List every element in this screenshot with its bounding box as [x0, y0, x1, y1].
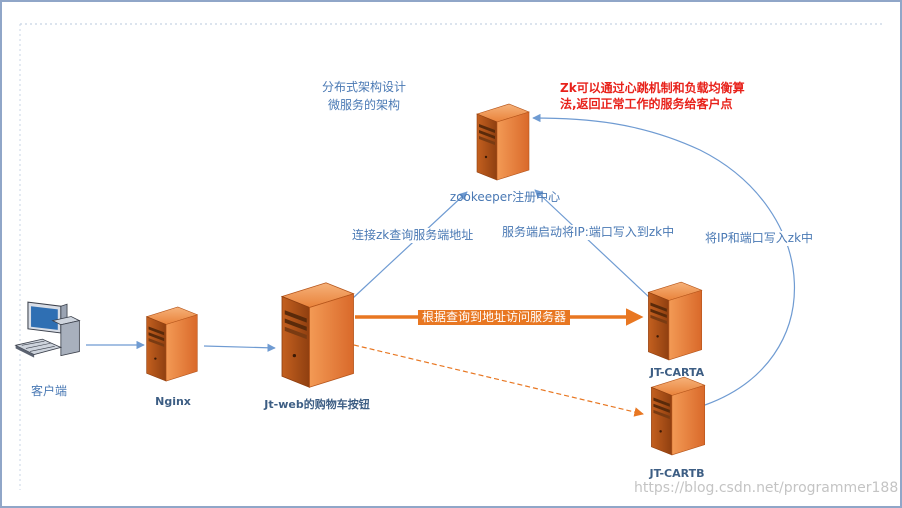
header-line-2: 微服务的架构	[327, 98, 401, 112]
zookeeper-server-icon	[476, 103, 530, 181]
jtweb-server-icon	[281, 282, 355, 388]
node-label-carta: JT-CARTA	[649, 366, 705, 379]
node-label-zookeeper: zookeeper注册中心	[449, 190, 561, 204]
edge-label-cartb-to-zk: 将IP和端口写入zk中	[703, 231, 816, 246]
node-label-jtweb: Jt-web的购物车按钮	[264, 398, 370, 411]
edge-jtweb-cartb	[353, 344, 644, 417]
edge-label-web-to-zk: 连接zk查询服务端地址	[350, 228, 476, 243]
node-label-nginx: Nginx	[155, 395, 191, 408]
header-line-1: 分布式架构设计	[321, 80, 407, 94]
node-label-cartb: JT-CARTB	[649, 467, 705, 480]
edge-label-carta-to-zk: 服务端启动将IP:端口写入到zk中	[500, 225, 677, 240]
note-line-1: Zk可以通过心跳机制和负载均衡算	[560, 81, 745, 95]
edge-carta-zookeeper	[534, 189, 651, 299]
carta-server-icon	[647, 281, 703, 361]
edge-label-web-to-carta: 根据查询到地址访问服务器	[418, 310, 571, 325]
watermark: https://blog.csdn.net/programmer188	[634, 480, 899, 496]
client-computer-icon	[15, 301, 80, 359]
edge-nginx-jtweb	[203, 343, 276, 352]
edge-jtweb-zookeeper	[352, 191, 468, 299]
nginx-server-icon	[146, 306, 198, 382]
note-line-2: 法,返回正常工作的服务给客户点	[560, 97, 733, 111]
cartb-server-icon	[650, 376, 706, 456]
node-label-client: 客户端	[30, 384, 68, 398]
edge-cartb-zookeeper	[532, 113, 796, 406]
